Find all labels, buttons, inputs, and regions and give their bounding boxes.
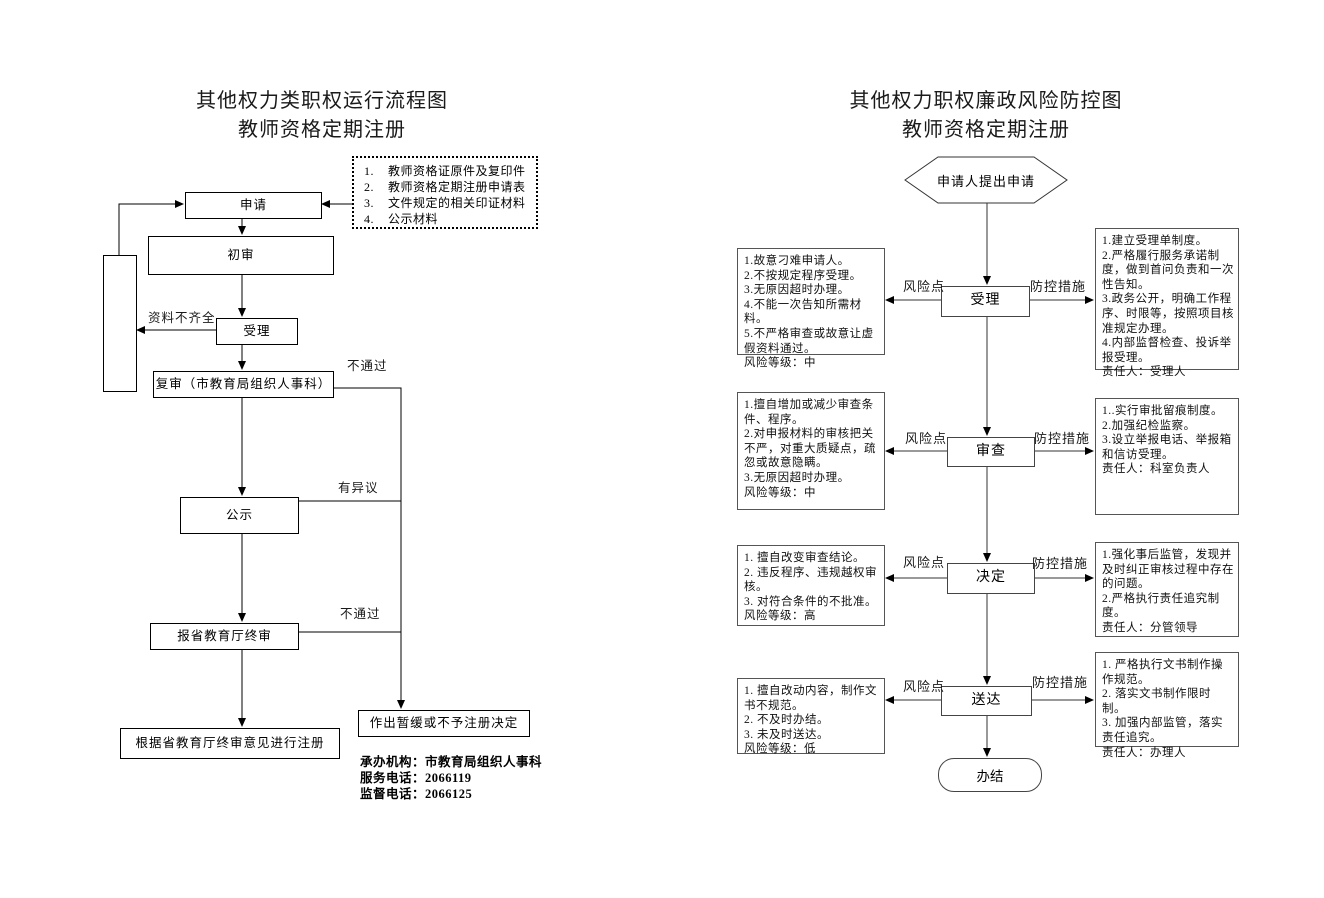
measure-label-1: 防控措施 — [1030, 279, 1087, 294]
measure-label-2: 防控措施 — [1034, 431, 1091, 446]
node-re-review: 复审（市教育局组织人事科） — [153, 371, 334, 398]
footer-service-phone: 服务电话：2066119 — [360, 771, 472, 785]
footer-supervision-phone: 监督电话：2066125 — [360, 787, 473, 801]
edge-label-not-pass-top: 不通过 — [347, 359, 388, 373]
materials-item: 1. 教师资格证原件及复印件 — [364, 163, 532, 179]
edge-label-has-objection: 有异议 — [338, 481, 379, 495]
materials-item-number: 3. — [364, 196, 374, 210]
stage-node-decision: 决定 — [947, 563, 1035, 594]
measure-label-4: 防控措施 — [1032, 675, 1089, 690]
materials-item-text: 教师资格证原件及复印件 — [388, 164, 526, 178]
node-start-hexagon: 申请人提出申请 — [936, 173, 1035, 189]
risk-point-label-1: 风险点 — [903, 279, 946, 294]
node-publicity: 公示 — [180, 497, 299, 534]
right-title-line2: 教师资格定期注册 — [902, 119, 1070, 141]
risk-point-label-4: 风险点 — [903, 679, 946, 694]
node-accept: 受理 — [216, 318, 298, 345]
materials-list-box: 1. 教师资格证原件及复印件 2. 教师资格定期注册申请表 3. 文件规定的相关… — [352, 156, 538, 229]
materials-item-text: 教师资格定期注册申请表 — [388, 180, 526, 194]
edge-label-materials-incomplete: 资料不齐全 — [148, 311, 216, 325]
stage-node-accept: 受理 — [941, 286, 1030, 317]
materials-item-text: 公示材料 — [388, 212, 439, 226]
node-provincial-final-review: 报省教育厅终审 — [150, 623, 299, 650]
node-end-complete: 办结 — [938, 758, 1042, 792]
risk-box-delivery: 1. 擅自改动内容，制作文书不规范。 2. 不及时办结。 3. 未及时送达。 风… — [737, 678, 885, 755]
materials-item-text: 文件规定的相关印证材料 — [388, 196, 526, 210]
node-register-per-opinion: 根据省教育厅终审意见进行注册 — [120, 728, 340, 759]
risk-point-label-2: 风险点 — [905, 431, 948, 446]
footer-agency: 承办机构：市教育局组织人事科 — [360, 755, 543, 769]
node-initial-review: 初审 — [148, 236, 334, 275]
materials-item-number: 2. — [364, 180, 374, 194]
risk-point-label-3: 风险点 — [903, 555, 946, 570]
node-return-holding-box — [103, 255, 137, 392]
measure-box-accept: 1.建立受理单制度。 2.严格履行服务承诺制度，做到首问负责和一次性告知。 3.… — [1095, 228, 1239, 378]
measure-box-decision: 1.强化事后监管，发现并及时纠正审核过程中存在的问题。 2.严格执行责任追究制度… — [1095, 542, 1239, 637]
left-title-line1: 其他权力类职权运行流程图 — [196, 90, 448, 112]
risk-box-accept: 1.故意刁难申请人。 2.不按规定程序受理。 3.无原因超时办理。 4.不能一次… — [737, 248, 885, 369]
risk-box-decision: 1. 擅自改变审查结论。 2. 违反程序、违规越权审核。 3. 对符合条件的不批… — [737, 545, 885, 626]
measure-box-delivery: 1. 严格执行文书制作操作规范。 2. 落实文书制作限时制。 3. 加强内部监管… — [1095, 652, 1239, 759]
node-apply: 申请 — [185, 192, 322, 219]
left-title-line2: 教师资格定期注册 — [238, 119, 406, 141]
stage-node-review: 审查 — [947, 437, 1035, 467]
materials-item-number: 1. — [364, 164, 374, 178]
footer-contact-block: 承办机构：市教育局组织人事科 服务电话：2066119 监督电话：2066125 — [360, 754, 542, 802]
edge-label-not-pass-bottom: 不通过 — [340, 607, 381, 621]
materials-item: 3. 文件规定的相关印证材料 — [364, 195, 532, 211]
materials-item-number: 4. — [364, 212, 374, 226]
materials-item: 2. 教师资格定期注册申请表 — [364, 179, 532, 195]
stage-node-delivery: 送达 — [941, 686, 1032, 716]
right-title-line1: 其他权力职权廉政风险防控图 — [849, 90, 1123, 112]
measure-box-review: 1..实行审批留痕制度。 2.加强纪检监察。 3.设立举报电话、举报箱和信访受理… — [1095, 398, 1239, 515]
measure-label-3: 防控措施 — [1032, 556, 1089, 571]
risk-box-review: 1.擅自增加或减少审查条件、程序。 2.对申报材料的审核把关不严，对重大质疑点，… — [737, 392, 885, 510]
materials-item: 4. 公示材料 — [364, 211, 532, 227]
node-postpone-or-deny: 作出暂缓或不予注册决定 — [358, 710, 530, 737]
